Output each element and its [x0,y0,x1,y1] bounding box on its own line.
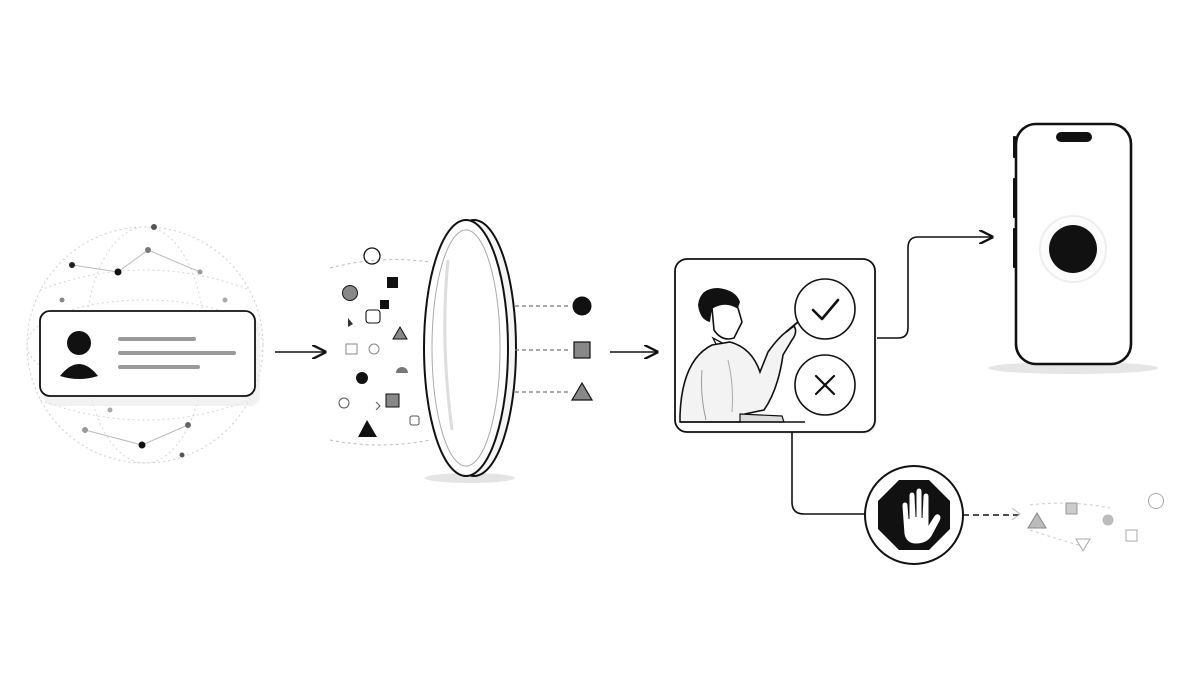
avatar-icon [60,331,98,379]
smartphone-icon [988,122,1158,374]
human-reviewer-icon [679,288,805,423]
cross-icon[interactable] [794,354,856,416]
output-circle [572,296,592,316]
lens-filter-icon [423,219,517,483]
text-line [118,337,196,341]
user-profile-card [39,310,260,406]
phone-notch [1056,132,1092,142]
phone-dot [1049,225,1097,273]
filtered-output-shapes [515,296,594,401]
stop-hand-icon [864,465,964,565]
text-line [118,351,236,355]
text-line [118,365,200,369]
check-icon[interactable] [794,278,856,340]
output-square [573,341,591,359]
output-triangle [570,381,594,401]
rejected-connector [791,432,866,515]
approved-connector [877,237,992,339]
globe-network-icon [26,224,264,464]
discarded-shapes [963,493,1164,552]
